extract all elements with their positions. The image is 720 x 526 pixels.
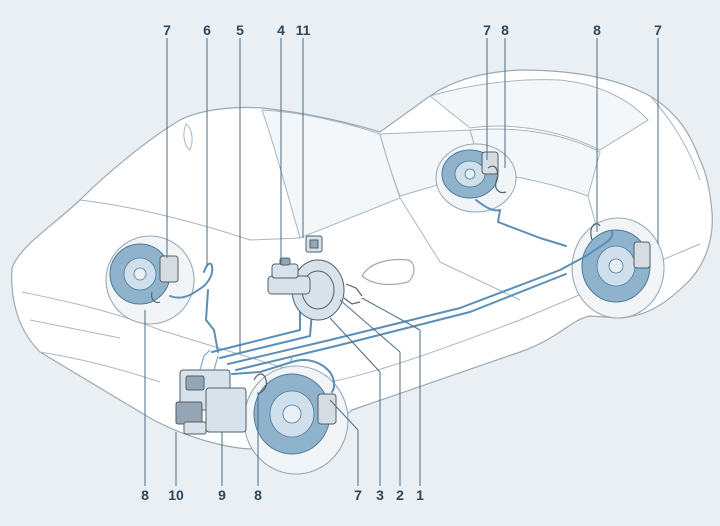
brake-line-rear-left <box>497 209 567 247</box>
callout-label: 7 <box>354 487 362 503</box>
brake-line-abs-to-master-2 <box>219 311 313 359</box>
brake-line-to-rear-2 <box>235 273 567 371</box>
callout-labels: 7 6 5 4 11 7 8 8 7 8 10 9 8 7 3 2 1 <box>141 22 662 503</box>
callout-label: 5 <box>236 22 244 38</box>
brake-disc-rear-right <box>581 229 651 303</box>
brake-disc-rear-left <box>441 149 499 199</box>
callout-label: 4 <box>277 22 285 38</box>
leader-lines <box>144 38 659 486</box>
master-cylinder <box>267 275 311 295</box>
callout-label: 7 <box>483 22 491 38</box>
brake-line-rear-right <box>585 231 614 257</box>
callout-label: 8 <box>254 487 262 503</box>
brake-disc-front-left <box>109 243 179 305</box>
callout-label: 9 <box>218 487 226 503</box>
car-body <box>11 69 713 450</box>
callout-label: 8 <box>141 487 149 503</box>
callout-label: 8 <box>593 22 601 38</box>
brake-lines <box>169 199 614 393</box>
abs-unit <box>175 349 247 435</box>
callout-label: 11 <box>296 22 311 38</box>
callout-label: 7 <box>654 22 662 38</box>
brake-line-to-rear <box>227 255 587 365</box>
brake-booster-assembly <box>267 257 363 321</box>
brake-line-abs-front-left <box>205 289 219 353</box>
callout-label: 10 <box>168 487 184 503</box>
callout-label: 1 <box>416 487 424 503</box>
brake-line-rear-left-hose <box>475 199 501 212</box>
brake-line-front-left <box>169 262 214 299</box>
warning-switch <box>305 235 323 253</box>
callout-label: 6 <box>203 22 211 38</box>
brake-disc-front-right <box>253 373 337 455</box>
brake-line-abs-to-master <box>211 309 301 353</box>
callout-label: 7 <box>163 22 171 38</box>
brake-line-front-right <box>231 359 336 393</box>
callout-label: 8 <box>501 22 509 38</box>
abs-sensor-cables <box>151 165 601 395</box>
abs-control-module <box>175 401 203 425</box>
side-mirror <box>361 258 415 286</box>
callout-label: 2 <box>396 487 404 503</box>
rear-window <box>428 79 649 151</box>
fluid-reservoir <box>271 263 299 279</box>
callout-label: 3 <box>376 487 384 503</box>
